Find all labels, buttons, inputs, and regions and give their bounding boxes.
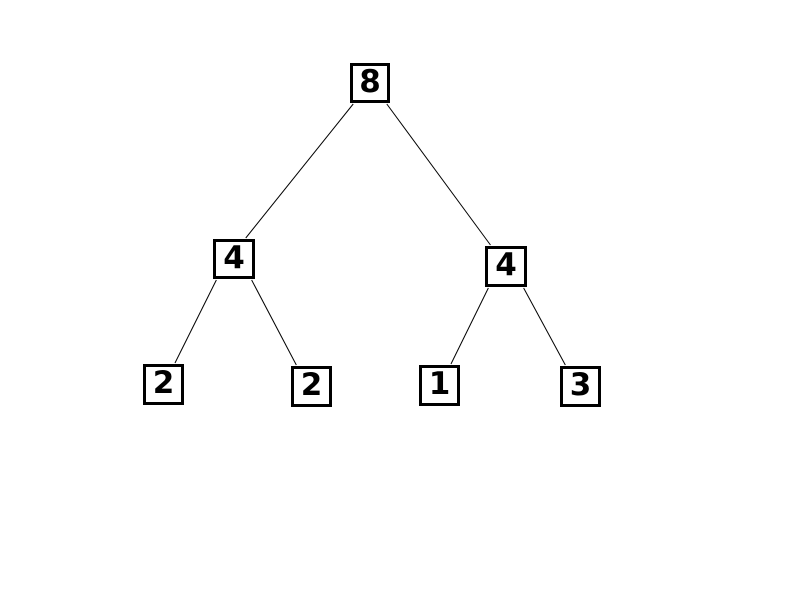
tree-edge xyxy=(245,103,354,239)
tree-node-left-right: 2 xyxy=(291,366,332,407)
tree-node-right-right-label: 3 xyxy=(569,367,592,403)
tree-node-root: 8 xyxy=(350,63,390,103)
tree-node-left-left-label: 2 xyxy=(152,365,175,401)
tree-node-left-left: 2 xyxy=(143,364,184,405)
tree-node-right-right: 3 xyxy=(560,366,601,407)
tree-edge xyxy=(386,103,491,246)
tree-node-left-label: 4 xyxy=(223,239,245,276)
tree-edge xyxy=(251,279,297,366)
tree-node-right-left: 1 xyxy=(419,365,460,406)
tree-edge xyxy=(174,279,217,364)
tree-node-right-label: 4 xyxy=(495,247,517,283)
tree-edge xyxy=(450,287,489,365)
tree-node-left-right-label: 2 xyxy=(300,367,323,403)
tree-edge xyxy=(523,287,566,366)
tree-node-right-left-label: 1 xyxy=(428,366,451,402)
tree-node-left: 4 xyxy=(213,239,255,279)
tree-node-right: 4 xyxy=(485,246,527,287)
tree-node-root-label: 8 xyxy=(359,63,381,100)
